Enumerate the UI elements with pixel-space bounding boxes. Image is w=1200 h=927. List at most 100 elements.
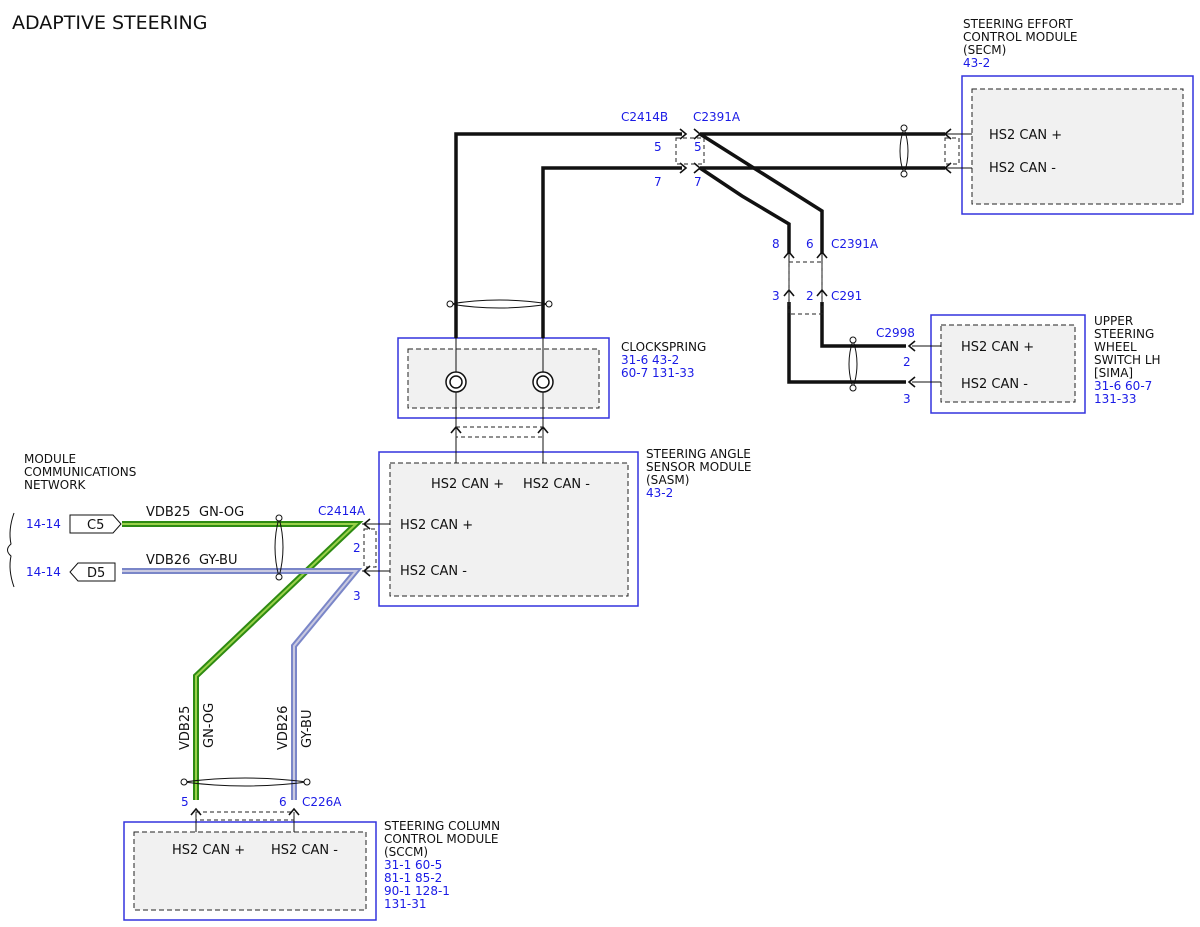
pin-c2391a-minus: 7 xyxy=(694,175,702,189)
pin-c2414b-plus: 5 xyxy=(654,140,662,154)
vertical-wire-labels: VDB25 GN-OG VDB26 GY-BU xyxy=(178,703,315,750)
tag-c5: C5 xyxy=(87,518,104,533)
sccm-module[interactable]: HS2 CAN + HS2 CAN - STEERING COLUMN CONT… xyxy=(123,819,500,921)
secm-pin-minus: HS2 CAN - xyxy=(989,161,1056,176)
upper-switch-inner-box xyxy=(940,324,1076,403)
pin-c2391a-mid-b: 6 xyxy=(806,237,814,251)
upper-switch-pin-minus: HS2 CAN - xyxy=(961,377,1028,392)
pin-c2391a-plus: 5 xyxy=(694,140,702,154)
vertical-color-gn-og: GN-OG xyxy=(202,703,217,748)
sccm-name-line-3: (SCCM) xyxy=(384,845,428,859)
module-communications-network: MODULE COMMUNICATIONS NETWORK 14-14 14-1… xyxy=(7,452,244,588)
upper-switch-name-line-3: WHEEL xyxy=(1094,340,1137,354)
connectors xyxy=(190,128,960,821)
pin-c2414b-minus: 7 xyxy=(654,175,662,189)
sasm-pin-left-minus: HS2 CAN - xyxy=(400,564,467,579)
secm-pin-plus: HS2 CAN + xyxy=(989,128,1062,143)
clockspring-module[interactable]: CLOCKSPRING 31-6 43-2 60-7 131-33 xyxy=(397,337,706,419)
network-ref-c5[interactable]: 14-14 xyxy=(26,517,61,531)
sasm-pin-left-plus: HS2 CAN + xyxy=(400,518,473,533)
vertical-circuit-vdb25: VDB25 xyxy=(178,706,193,750)
sasm-module[interactable]: HS2 CAN + HS2 CAN - HS2 CAN + HS2 CAN - … xyxy=(378,447,751,607)
sasm-name-line-2: SENSOR MODULE xyxy=(646,460,751,474)
pin-c2414a-minus: 3 xyxy=(353,589,361,603)
colored-wires xyxy=(122,521,364,800)
network-name-line-2: COMMUNICATIONS xyxy=(24,465,136,479)
sccm-name-line-1: STEERING COLUMN xyxy=(384,819,500,833)
secm-name-line-3: (SECM) xyxy=(963,43,1006,57)
network-brace-icon xyxy=(7,512,15,588)
upper-switch-pin-plus: HS2 CAN + xyxy=(961,340,1034,355)
pin-c226a-plus: 5 xyxy=(181,795,189,809)
vertical-color-gy-bu: GY-BU xyxy=(300,710,315,749)
vertical-circuit-vdb26: VDB26 xyxy=(276,706,291,750)
wire-c291-to-switch-minus xyxy=(787,302,906,384)
sccm-pin-plus: HS2 CAN + xyxy=(172,843,245,858)
tag-d5: D5 xyxy=(87,566,105,581)
twist-secm-icon xyxy=(899,124,909,178)
twist-clockspring-icon xyxy=(446,299,553,309)
pin-c2998-minus: 3 xyxy=(903,392,911,406)
black-wires xyxy=(195,132,972,832)
tag-d5-shape xyxy=(69,562,116,582)
secm-ref[interactable]: 43-2 xyxy=(963,56,990,70)
wire-diag-to-6 xyxy=(699,132,824,254)
pin-c291-b: 2 xyxy=(806,289,814,303)
connector-c2414b[interactable]: C2414B xyxy=(621,110,668,124)
circuit-label-vdb25: VDB25 xyxy=(146,505,190,520)
wire-can-minus-secm xyxy=(541,166,682,338)
pin-c2998-plus: 2 xyxy=(903,355,911,369)
connector-c2391a-mid[interactable]: C2391A xyxy=(831,237,879,251)
page-title: ADAPTIVE STEERING xyxy=(12,12,207,34)
upper-switch-name-line-5: [SIMA] xyxy=(1094,366,1133,380)
connector-c2414a[interactable]: C2414A xyxy=(318,504,366,518)
sasm-ref[interactable]: 43-2 xyxy=(646,486,673,500)
clockspring-name: CLOCKSPRING xyxy=(621,340,706,354)
sccm-ref-line-1[interactable]: 31-1 60-5 xyxy=(384,858,442,872)
clockspring-ref-line-1[interactable]: 31-6 43-2 xyxy=(621,353,679,367)
upper-switch-module[interactable]: HS2 CAN + HS2 CAN - UPPER STEERING WHEEL… xyxy=(930,314,1161,414)
connector-labels: C2414B C2391A 5 7 5 7 8 6 C2391A 3 2 C29… xyxy=(181,110,915,809)
sccm-inner-box xyxy=(133,831,367,911)
wire-diag-to-8 xyxy=(699,166,791,254)
pin-c226a-minus: 6 xyxy=(279,795,287,809)
secm-name-line-2: CONTROL MODULE xyxy=(963,30,1078,44)
sasm-inner-box xyxy=(389,462,629,597)
network-ref-d5[interactable]: 14-14 xyxy=(26,565,61,579)
clockspring-inner-box xyxy=(407,348,600,409)
pin-c2391a-mid-a: 8 xyxy=(772,237,780,251)
wire-can-plus-secm xyxy=(454,132,682,338)
network-name-line-3: NETWORK xyxy=(24,478,87,492)
sccm-pin-minus: HS2 CAN - xyxy=(271,843,338,858)
twist-network-icon xyxy=(274,514,284,581)
connector-c2998[interactable]: C2998 xyxy=(876,326,915,340)
wire-gy-bu xyxy=(122,568,363,800)
upper-switch-name-line-1: UPPER xyxy=(1094,314,1133,328)
sasm-pin-top-minus: HS2 CAN - xyxy=(523,477,590,492)
clockspring-coil-left-icon xyxy=(445,371,467,393)
pin-c291-a: 3 xyxy=(772,289,780,303)
secm-module[interactable]: STEERING EFFORT CONTROL MODULE (SECM) 43… xyxy=(961,17,1194,215)
upper-switch-name-line-2: STEERING xyxy=(1094,327,1154,341)
tag-c5-shape xyxy=(69,514,122,534)
upper-switch-ref-line-1[interactable]: 31-6 60-7 xyxy=(1094,379,1152,393)
secm-name-line-1: STEERING EFFORT xyxy=(963,17,1073,31)
upper-switch-name-line-4: SWITCH LH xyxy=(1094,353,1161,367)
twist-sccm-icon xyxy=(180,777,311,787)
connector-c226a[interactable]: C226A xyxy=(302,795,342,809)
twisted-pair-icons xyxy=(180,124,909,787)
connector-c291[interactable]: C291 xyxy=(831,289,862,303)
wire-c291-to-switch-plus xyxy=(820,302,906,348)
sccm-ref-line-3[interactable]: 90-1 128-1 xyxy=(384,884,450,898)
sccm-ref-line-4[interactable]: 131-31 xyxy=(384,897,427,911)
pin-c2414a-plus: 2 xyxy=(353,541,361,555)
network-name-line-1: MODULE xyxy=(24,452,76,466)
connector-c2391a-top[interactable]: C2391A xyxy=(693,110,741,124)
upper-switch-ref-line-2[interactable]: 131-33 xyxy=(1094,392,1137,406)
sasm-name-line-1: STEERING ANGLE xyxy=(646,447,751,461)
twist-switch-icon xyxy=(848,336,858,392)
sccm-ref-line-2[interactable]: 81-1 85-2 xyxy=(384,871,442,885)
clockspring-ref-line-2[interactable]: 60-7 131-33 xyxy=(621,366,695,380)
secm-inner-box xyxy=(971,88,1184,205)
